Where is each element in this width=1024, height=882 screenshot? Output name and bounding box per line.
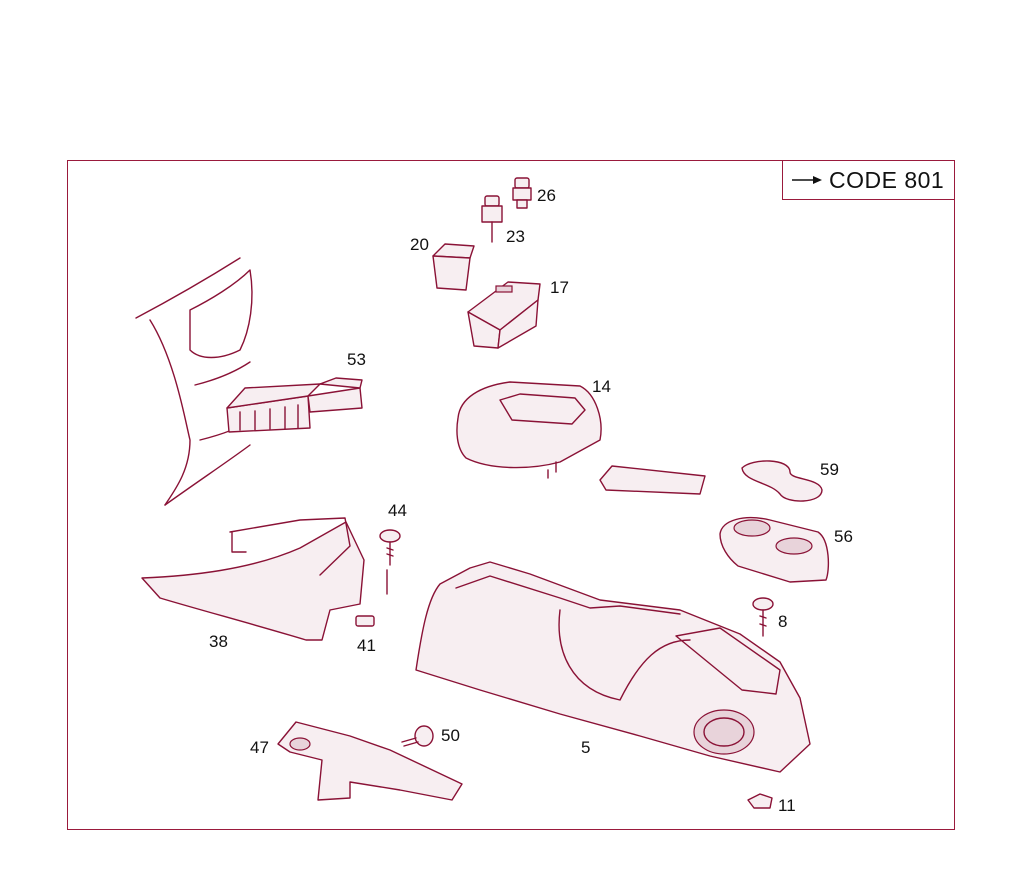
callout-14: 14 (592, 377, 611, 396)
callout-23: 23 (506, 227, 525, 246)
part-53-dashboard-vent (135, 257, 363, 506)
part-23-switch (481, 195, 503, 243)
right-arrow-icon (792, 176, 822, 184)
callout-8: 8 (778, 612, 788, 631)
callout-47: 47 (250, 738, 269, 757)
part-47-bracket (277, 721, 463, 801)
part-5-main-console (415, 561, 811, 773)
part-14-console-cover (456, 381, 602, 479)
part-strip (599, 465, 706, 495)
callout-11: 11 (778, 796, 796, 815)
part-17-bracket (467, 281, 541, 349)
callout-17: 17 (550, 278, 569, 297)
callout-53: 53 (347, 350, 366, 369)
code-801-label: CODE 801 (829, 166, 945, 193)
callout-26: 26 (537, 186, 556, 205)
callout-44: 44 (388, 501, 407, 520)
callout-56: 56 (834, 527, 853, 546)
callout-20: 20 (410, 235, 429, 254)
callout-50: 50 (441, 726, 460, 745)
callout-41: 41 (357, 636, 376, 655)
callout-59: 59 (820, 460, 839, 479)
part-8-screw (752, 597, 774, 637)
code-801-box: CODE 801 (782, 160, 955, 200)
part-50-screw (401, 725, 434, 747)
part-11-clip (747, 793, 773, 809)
part-20-tray (432, 243, 475, 291)
callout-5: 5 (581, 738, 591, 757)
part-38-side-trim (141, 517, 365, 641)
callout-38: 38 (209, 632, 228, 651)
part-41-clip (355, 615, 375, 627)
part-44-screw (379, 529, 401, 595)
part-59-mat (741, 460, 823, 502)
part-56-cup-holder (719, 516, 830, 583)
part-26-connector (512, 177, 532, 209)
diagram-frame (67, 160, 955, 830)
